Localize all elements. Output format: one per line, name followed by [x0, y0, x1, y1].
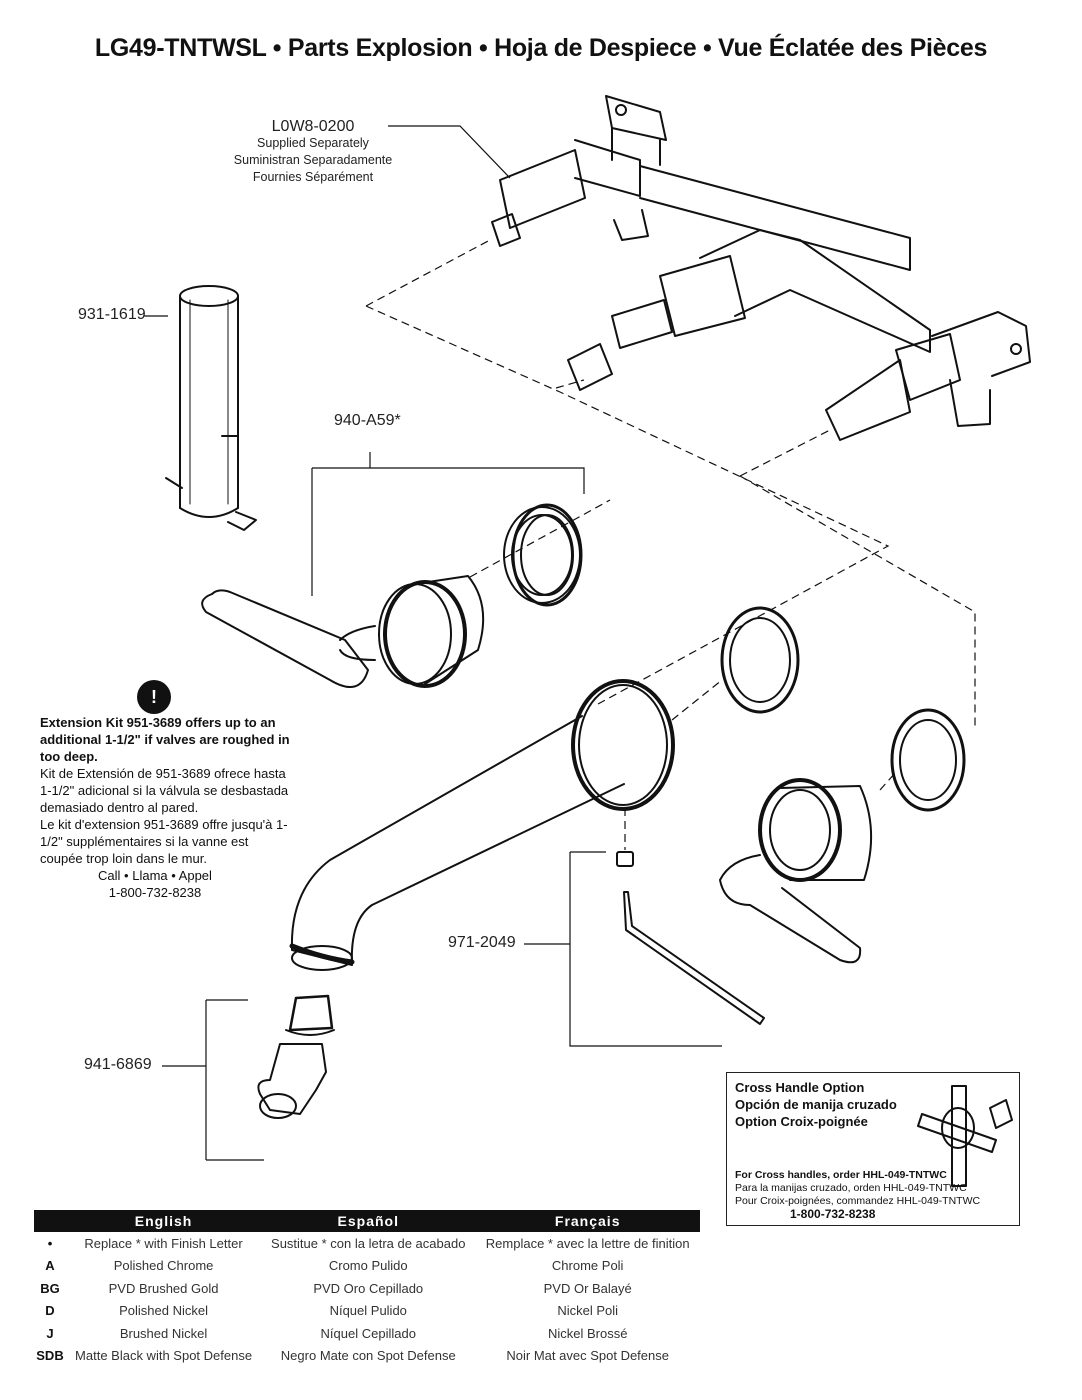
- finish-en: Matte Black with Spot Defense: [75, 1348, 253, 1364]
- valve-note-es: Suministran Separadamente: [233, 153, 393, 167]
- label-handle: 940-A59*: [334, 412, 401, 429]
- finish-code: BG: [40, 1280, 60, 1296]
- aerator: [257, 994, 335, 1119]
- table-row: D Polished Nickel Níquel Pulido Nickel P…: [34, 1300, 700, 1323]
- extension-tube: [165, 285, 257, 531]
- finish-en: Brushed Nickel: [119, 1325, 208, 1341]
- header-english: English: [66, 1210, 262, 1232]
- note-bold: Extension Kit 951-3689 offers up to an a…: [40, 715, 290, 764]
- header-code: [34, 1210, 66, 1232]
- finish-en: Polished Nickel: [119, 1303, 208, 1319]
- cross-phone: 1-800-732-8238: [790, 1207, 876, 1221]
- left-handle: [201, 506, 581, 689]
- cross-title: Cross Handle Option Opción de manija cru…: [735, 1079, 897, 1130]
- extension-note: Extension Kit 951-3689 offers up to an a…: [40, 714, 290, 901]
- set-screw: [616, 851, 634, 867]
- label-aerator: 941-6869: [84, 1056, 152, 1073]
- table-row: A Polished Chrome Cromo Pulido Chrome Po…: [34, 1255, 700, 1278]
- cross-title-fr: Option Croix-poignée: [735, 1114, 868, 1129]
- rough-valve: [491, 95, 1031, 441]
- finish-code: D: [45, 1303, 55, 1319]
- finish-table: English Español Français • Replace * wit…: [34, 1210, 700, 1367]
- cross-handle-box: Cross Handle Option Opción de manija cru…: [726, 1072, 1020, 1226]
- cross-order-es: Para la manijas cruzado, orden HHL-049-T…: [735, 1182, 967, 1194]
- table-row: • Replace * with Finish Letter Sustitue …: [34, 1232, 700, 1255]
- seal-ring-3: [890, 708, 966, 812]
- finish-es: Negro Mate con Spot Defense: [280, 1348, 456, 1364]
- cross-order: For Cross handles, order HHL-049-TNTWC P…: [735, 1169, 985, 1221]
- finish-es: Níquel Pulido: [329, 1303, 407, 1319]
- finish-fr: Remplace * avec la lettre de finition: [485, 1235, 690, 1251]
- table-row: BG PVD Brushed Gold PVD Oro Cepillado PV…: [34, 1277, 700, 1300]
- finish-code: •: [47, 1235, 53, 1251]
- finish-en: Replace * with Finish Letter: [84, 1235, 243, 1251]
- note-phone: 1-800-732-8238: [108, 885, 202, 900]
- hex-wrench: [623, 891, 765, 1025]
- right-handle: [719, 778, 873, 964]
- seal-ring-1: [511, 503, 583, 607]
- label-wrench: 971-2049: [448, 934, 516, 951]
- header-french: Français: [475, 1210, 700, 1232]
- cross-title-en: Cross Handle Option: [735, 1080, 865, 1095]
- finish-header-row: English Español Français: [34, 1210, 700, 1232]
- finish-code: SDB: [36, 1348, 64, 1364]
- note-es: Kit de Extensión de 951-3689 ofrece hast…: [40, 766, 289, 815]
- finish-es: Cromo Pulido: [328, 1258, 408, 1274]
- finish-es: PVD Oro Cepillado: [313, 1280, 424, 1296]
- warning-icon: !: [137, 680, 171, 714]
- finish-es: Sustitue * con la letra de acabado: [271, 1235, 466, 1251]
- finish-fr: Chrome Poli: [551, 1258, 624, 1274]
- cross-order-fr: Pour Croix-poignées, commandez HHL-049-T…: [735, 1195, 981, 1207]
- finish-fr: Nickel Brossé: [547, 1325, 628, 1341]
- cross-order-en: For Cross handles, order HHL-049-TNTWC: [735, 1169, 947, 1181]
- finish-en: PVD Brushed Gold: [108, 1280, 219, 1296]
- table-row: SDB Matte Black with Spot Defense Negro …: [34, 1345, 700, 1368]
- valve-part-number: L0W8-0200: [271, 118, 355, 135]
- note-fr: Le kit d'extension 951-3689 offre jusqu'…: [40, 817, 288, 866]
- finish-fr: Noir Mat avec Spot Defense: [506, 1348, 669, 1364]
- finish-en: Polished Chrome: [113, 1258, 214, 1274]
- seal-ring-2: [720, 606, 800, 714]
- valve-note-en: Supplied Separately: [257, 136, 369, 150]
- finish-es: Níquel Cepillado: [320, 1325, 416, 1341]
- label-extension-tube: 931-1619: [78, 306, 146, 323]
- cross-handle-image: [917, 1085, 1013, 1187]
- finish-code: J: [46, 1325, 54, 1341]
- page-title: LG49-TNTWSL • Parts Explosion • Hoja de …: [94, 34, 988, 62]
- finish-fr: PVD Or Balayé: [543, 1280, 632, 1296]
- spout: [289, 679, 675, 971]
- valve-callout: L0W8-0200 Supplied Separately Suministra…: [218, 118, 408, 186]
- header-spanish: Español: [261, 1210, 476, 1232]
- finish-code: A: [45, 1258, 55, 1274]
- finish-fr: Nickel Poli: [557, 1303, 619, 1319]
- valve-note-fr: Fournies Séparément: [252, 170, 374, 184]
- cross-title-es: Opción de manija cruzado: [735, 1097, 897, 1112]
- note-call: Call • Llama • Appel: [98, 868, 212, 883]
- table-row: J Brushed Nickel Níquel Cepillado Nickel…: [34, 1322, 700, 1345]
